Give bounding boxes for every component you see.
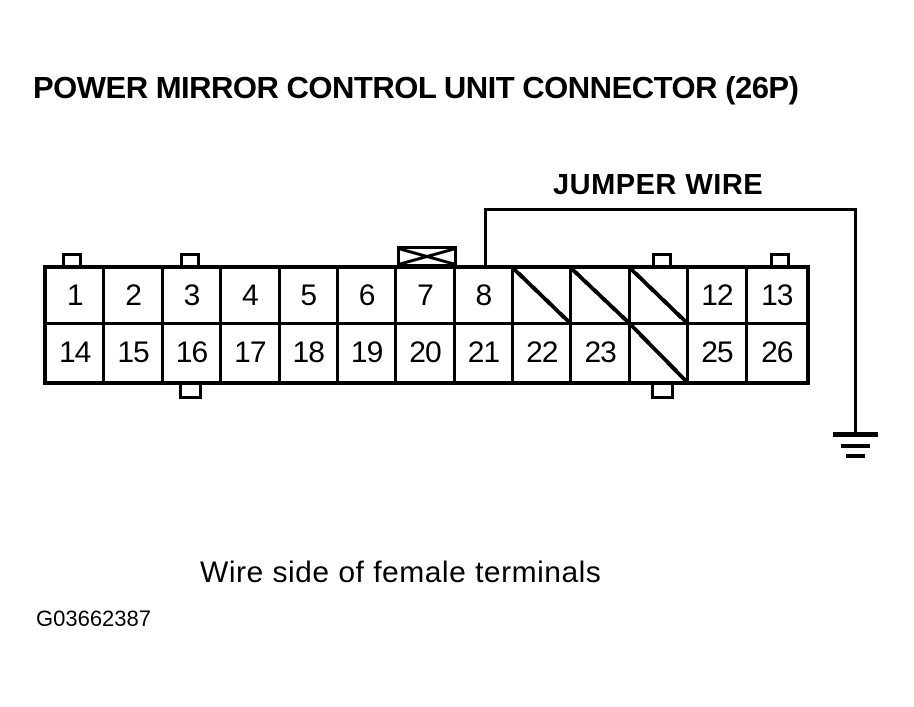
pin-cell-23: 23 [572, 325, 631, 381]
pin-cell-15: 15 [105, 325, 164, 381]
pin-cell-18: 18 [281, 325, 339, 381]
pin-cell-12: 12 [689, 269, 748, 325]
connector-tab-bottom-2 [651, 384, 674, 399]
pin-cell-1: 1 [47, 269, 106, 325]
pin-cell-13: 13 [747, 269, 806, 325]
pin-cell-16: 16 [164, 325, 223, 381]
blocked-cell-11 [630, 269, 690, 325]
jumper-wire-segment-vertical-right [854, 208, 857, 436]
caption: Wire side of female terminals [200, 556, 602, 589]
pin-cell-19: 19 [339, 325, 398, 381]
pin-cell-8: 8 [455, 269, 515, 325]
pin-cell-2: 2 [105, 269, 164, 325]
connector-tab-top-3 [652, 253, 672, 266]
pin-cell-20: 20 [397, 325, 456, 381]
pin-cell-5: 5 [280, 269, 339, 325]
ground-bar-1 [833, 432, 878, 437]
connector-tab-top-4 [770, 253, 790, 266]
crossed-box-icon [397, 246, 457, 267]
blocked-cell-9 [514, 269, 573, 325]
pin-cell-14: 14 [47, 325, 106, 381]
pin-cell-6: 6 [338, 269, 398, 325]
pin-cell-22: 22 [514, 325, 573, 381]
blocked-cell-24 [630, 325, 690, 381]
pin-cell-25: 25 [689, 325, 748, 381]
ground-bar-2 [841, 444, 870, 448]
crossed-box-x [400, 249, 454, 264]
pin-cell-26: 26 [761, 336, 793, 369]
connector-tab-top-2 [180, 253, 200, 266]
pin-cell-3: 3 [163, 269, 223, 325]
pin-cell-17: 17 [222, 325, 281, 381]
connector-body: 1 2 3 4 5 6 7 8 12 13 14 15 16 17 18 19 … [43, 265, 810, 385]
page-title: POWER MIRROR CONTROL UNIT CONNECTOR (26P… [33, 70, 799, 105]
jumper-wire-segment-vertical-left [484, 208, 487, 267]
figure-id: G03662387 [36, 606, 151, 631]
ground-icon [833, 432, 878, 459]
ground-bar-3 [846, 454, 865, 458]
pin-cell-21: 21 [456, 325, 515, 381]
connector-tab-bottom-1 [179, 384, 202, 399]
connector-tab-top-1 [62, 253, 82, 266]
jumper-wire-segment-horizontal [484, 208, 857, 211]
pin-cell-4: 4 [222, 269, 281, 325]
pin-cell-7: 7 [397, 269, 456, 325]
blocked-cell-10 [572, 269, 631, 325]
jumper-wire-label: JUMPER WIRE [553, 169, 764, 201]
